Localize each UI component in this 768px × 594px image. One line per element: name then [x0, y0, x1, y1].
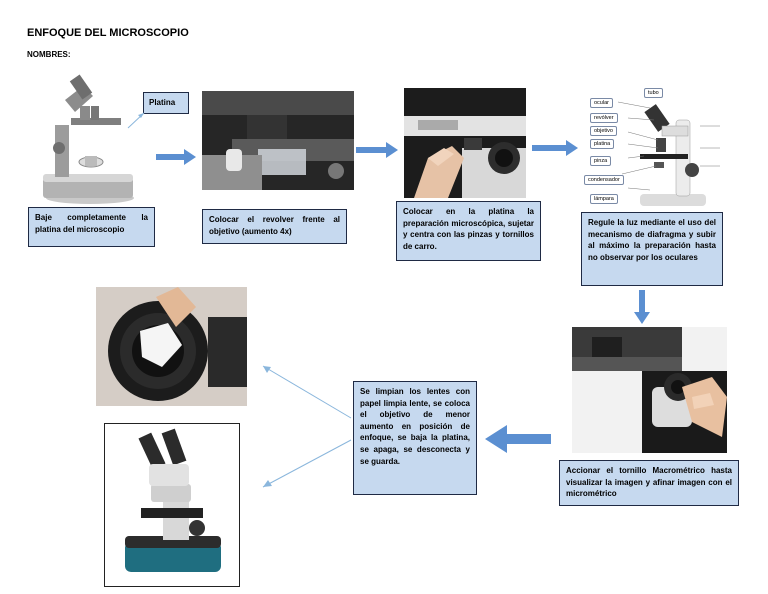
- lens-cleaning-photo: [96, 287, 247, 406]
- step3-box: Colocar en la platina la preparación mic…: [396, 201, 541, 261]
- part-label-condensador: condensador: [584, 175, 624, 185]
- arrow-step4-step5: [634, 290, 650, 324]
- step6-box: Se limpian los lentes con papel limpia l…: [353, 381, 477, 495]
- stored-microscope-photo: [104, 423, 240, 587]
- callout-arrow: [127, 112, 145, 129]
- thin-arrows-to-images: [262, 365, 352, 488]
- arrow-step3-step4: [532, 140, 578, 156]
- part-label-pinza: pinza: [590, 156, 612, 166]
- part-label-revolver: revólver: [590, 113, 618, 123]
- microscope-drawing-step1: [35, 70, 135, 206]
- page-title: ENFOQUE DEL MICROSCOPIO: [27, 27, 189, 39]
- revolver-photo: [202, 91, 354, 190]
- part-label-platina: platina: [590, 139, 615, 149]
- arrow-step2-step3: [356, 142, 398, 158]
- step5-box: Accionar el tornillo Macrométrico hasta …: [559, 460, 739, 506]
- step4-box: Regule la luz mediante el uso del mecani…: [581, 212, 723, 286]
- platina-callout: Platina: [143, 92, 189, 114]
- arrow-step1-step2: [156, 149, 196, 165]
- names-label: NOMBRES:: [27, 50, 71, 59]
- slide-placement-photo: [404, 88, 526, 198]
- part-label-objetivo: objetivo: [590, 126, 617, 136]
- part-label-tubo: tubo: [644, 88, 663, 98]
- step1-box: Baje completamente la platina del micros…: [28, 207, 155, 247]
- part-label-lampara: lámpara: [590, 194, 618, 204]
- arrow-step5-step6: [485, 425, 551, 453]
- part-label-ocular: ocular: [590, 98, 613, 108]
- step2-box: Colocar el revolver frente al objetivo (…: [202, 209, 347, 244]
- macrometric-knob-photo: [572, 327, 727, 453]
- labeled-microscope-diagram: tubo ocular revólver objetivo platina pi…: [580, 86, 722, 210]
